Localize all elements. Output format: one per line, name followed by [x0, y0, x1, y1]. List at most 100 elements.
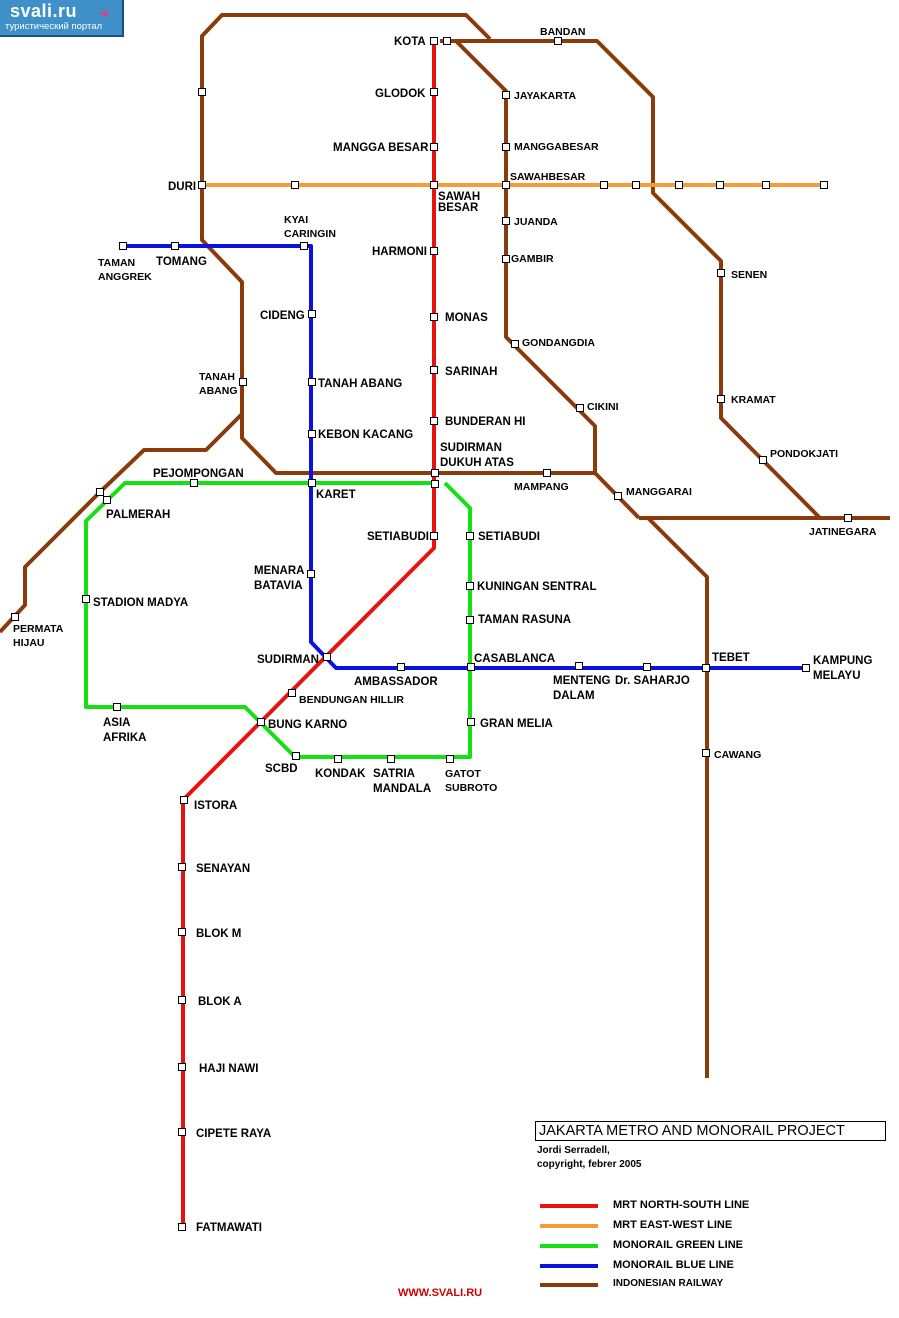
station-marker: [430, 313, 438, 321]
station-marker: [554, 37, 562, 45]
station-label-sudirman-dukuh-1: SUDIRMAN: [440, 442, 502, 454]
station-label-sarinah: SARINAH: [445, 366, 497, 378]
legend-swatch-red: [540, 1204, 598, 1208]
station-label-mampang: MAMPANG: [514, 481, 569, 493]
station-label-cipete-raya: CIPETE RAYA: [196, 1128, 271, 1140]
station-marker: [119, 242, 127, 250]
station-label-gatot-1: GATOT: [445, 768, 481, 780]
station-marker: [820, 181, 828, 189]
legend-label-orange: MRT EAST-WEST LINE: [613, 1219, 733, 1231]
station-label-kyai-2: CARINGIN: [284, 228, 336, 240]
station-label-kondak: KONDAK: [315, 768, 366, 780]
station-marker: [430, 143, 438, 151]
legend-item-blue: MONORAIL BLUE LINE: [540, 1258, 800, 1274]
station-label-tanah-abang-rail-1: TANAH: [199, 371, 235, 383]
legend-swatch-orange: [540, 1224, 598, 1228]
station-marker: [178, 1063, 186, 1071]
station-label-kebon-kacang: KEBON KACANG: [318, 429, 413, 441]
legend-label-blue: MONORAIL BLUE LINE: [613, 1259, 734, 1271]
station-label-kuningan-sentral: KUNINGAN SENTRAL: [477, 581, 596, 593]
station-label-istora: ISTORA: [194, 800, 237, 812]
station-label-permata-2: HIJAU: [13, 637, 45, 649]
legend-swatch-brown: [540, 1283, 598, 1287]
station-label-manggarai: MANGGARAI: [626, 486, 692, 498]
station-marker: [178, 1128, 186, 1136]
station-label-setiabudi-green: SETIABUDI: [478, 531, 540, 543]
station-label-saharjo: Dr. SAHARJO: [615, 675, 690, 687]
station-marker: [502, 181, 510, 189]
station-marker: [466, 616, 474, 624]
station-marker: [502, 91, 510, 99]
legend-label-brown: INDONESIAN RAILWAY: [613, 1278, 724, 1289]
station-label-karet: KARET: [316, 489, 356, 501]
copyright-text: copyright, febrer 2005: [537, 1159, 642, 1170]
station-label-duri: DURI: [168, 181, 196, 193]
station-label-casablanca: CASABLANCA: [474, 653, 555, 665]
station-label-ambassador: AMBASSADOR: [354, 676, 438, 688]
station-markers: [11, 37, 852, 1231]
footer-link[interactable]: WWW.SVALI.RU: [398, 1287, 483, 1299]
legend-item-red: MRT NORTH-SOUTH LINE: [540, 1198, 800, 1214]
railway-west-loop: [200, 13, 595, 475]
station-marker: [397, 663, 405, 671]
station-label-stadion-madya: STADION MADYA: [93, 597, 188, 609]
station-label-sudirman: SUDIRMAN: [257, 654, 319, 666]
station-label-kramat: KRAMAT: [731, 394, 776, 406]
station-marker: [502, 143, 510, 151]
station-label-harmoni: HARMONI: [372, 246, 427, 258]
station-marker: [82, 595, 90, 603]
station-marker: [717, 269, 725, 277]
station-label-menteng-1: MENTENG: [553, 675, 611, 687]
station-marker: [502, 255, 510, 263]
station-label-sawah-besar-2: BESAR: [438, 202, 479, 214]
station-marker: [702, 664, 710, 672]
station-label-manggabesar: MANGGABESAR: [514, 141, 599, 153]
station-label-tomang: TOMANG: [156, 256, 207, 268]
legend-item-green: MONORAIL GREEN LINE: [540, 1238, 800, 1254]
station-label-pondokjati: PONDOKJATI: [770, 448, 838, 460]
station-marker: [762, 181, 770, 189]
station-marker: [288, 689, 296, 697]
station-label-tanah-abang: TANAH ABANG: [318, 378, 402, 390]
station-label-mangga-besar: MANGGA BESAR: [333, 142, 429, 154]
station-marker: [180, 796, 188, 804]
railway-lines: [0, 13, 890, 1078]
station-label-jayakarta: JAYAKARTA: [514, 90, 576, 102]
station-marker: [543, 469, 551, 477]
station-marker: [675, 181, 683, 189]
station-label-setiabudi-red: SETIABUDI: [367, 531, 429, 543]
station-label-blok-a: BLOK A: [198, 996, 242, 1008]
legend-item-brown: INDONESIAN RAILWAY: [540, 1277, 800, 1293]
legend-label-green: MONORAIL GREEN LINE: [613, 1239, 743, 1251]
station-marker: [576, 404, 584, 412]
station-marker: [614, 492, 622, 500]
railway-kota-bandan: [440, 39, 822, 520]
station-label-satria-1: SATRIA: [373, 768, 415, 780]
station-marker: [257, 718, 265, 726]
station-marker: [323, 653, 331, 661]
legend-item-orange: MRT EAST-WEST LINE: [540, 1218, 800, 1234]
station-marker: [511, 340, 519, 348]
station-marker: [307, 570, 315, 578]
station-marker: [430, 88, 438, 96]
station-label-sudirman-dukuh-2: DUKUH ATAS: [440, 457, 514, 469]
station-label-senen: SENEN: [731, 269, 767, 281]
station-marker: [466, 532, 474, 540]
mrt-north-south-line: [181, 41, 436, 1228]
station-label-bunderan-hi: BUNDERAN HI: [445, 416, 526, 428]
station-marker: [643, 663, 651, 671]
station-label-taman-anggrek-1: TAMAN: [98, 257, 135, 269]
station-label-permata-1: PERMATA: [13, 623, 64, 635]
station-marker: [430, 181, 438, 189]
station-marker: [446, 755, 454, 763]
station-label-cikini: CIKINI: [587, 401, 619, 413]
station-marker: [190, 479, 198, 487]
station-marker: [430, 532, 438, 540]
station-marker: [178, 863, 186, 871]
station-marker: [178, 1223, 186, 1231]
station-marker: [467, 718, 475, 726]
svali-logo[interactable]: svali.ru ➜ туристический портал: [0, 0, 124, 37]
station-label-haji-nawi: HAJI NAWI: [199, 1063, 258, 1075]
station-label-taman-anggrek-2: ANGGREK: [98, 271, 152, 283]
station-label-scbd: SCBD: [265, 763, 298, 775]
